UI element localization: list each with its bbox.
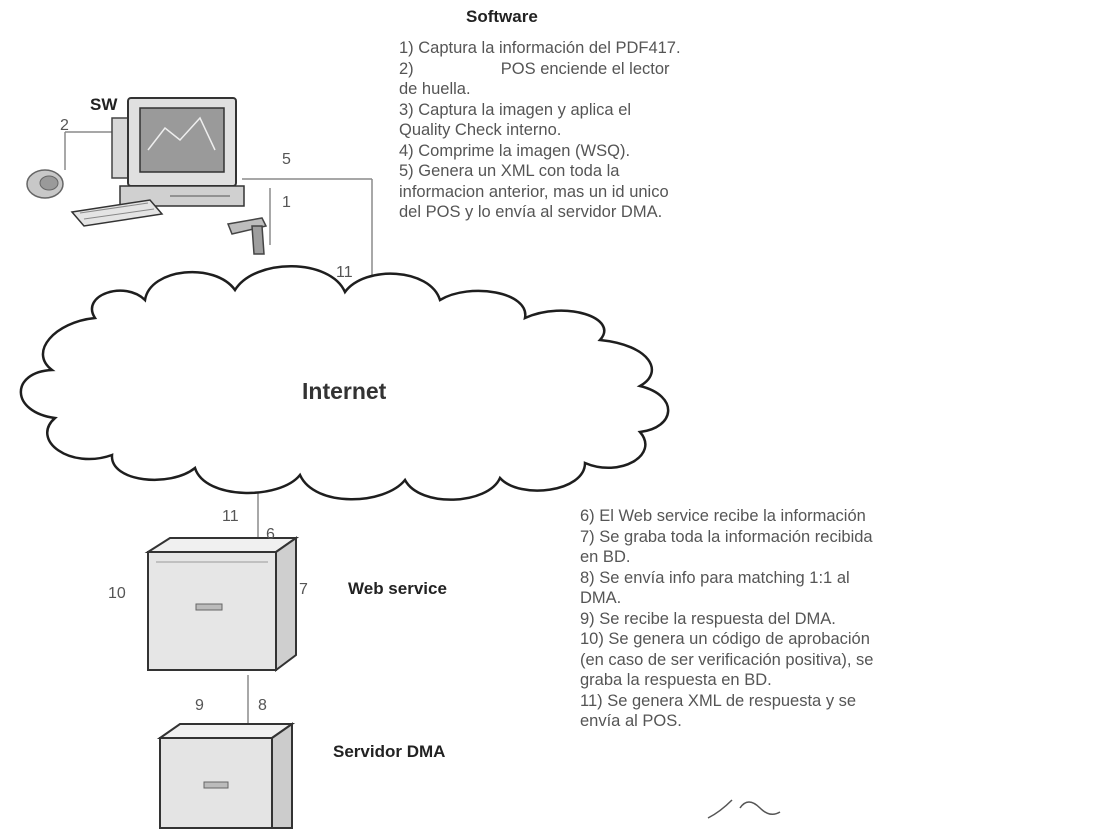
software-step-line: del POS y lo envía al servidor DMA. [399, 203, 663, 221]
software-step-line: Quality Check interno. [399, 121, 562, 139]
link-number-1: 1 [282, 194, 291, 211]
server-step-line: 10) Se genera un código de aprobación [580, 630, 870, 648]
signature-scribble [707, 799, 781, 819]
fingerprint-reader-icon [26, 169, 64, 199]
software-step-line: informacion anterior, mas un id unico [399, 182, 669, 201]
link-number-6: 6 [266, 526, 275, 543]
server-step-line: 7) Se graba toda la información recibida [580, 527, 873, 546]
server-step-line: envía al POS. [580, 712, 682, 730]
link-number-11-bottom: 11 [222, 508, 239, 525]
link-number-9: 9 [195, 697, 204, 714]
sw-label: SW [90, 95, 118, 114]
link-number-5: 5 [282, 151, 291, 168]
link-number-2: 2 [60, 117, 69, 134]
software-step-line: 2) POS enciende el lector [399, 59, 670, 78]
internet-cloud-icon [19, 265, 670, 501]
link-number-10: 10 [108, 585, 126, 602]
server-step-line: DMA. [580, 589, 622, 607]
server-step-line: 8) Se envía info para matching 1:1 al [580, 568, 850, 587]
server-step-line: 6) El Web service recibe la información [580, 507, 866, 525]
server-step-line: 11) Se genera XML de respuesta y se [580, 691, 857, 710]
server-step-line: 9) Se recibe la respuesta del DMA. [580, 609, 836, 628]
software-step-line: 4) Comprime la imagen (WSQ). [399, 141, 631, 160]
server-step-line: graba la respuesta en BD. [580, 671, 772, 689]
software-step-line: 3) Captura la imagen y aplica el [399, 100, 632, 119]
software-step-line: 1) Captura la información del PDF417. [399, 39, 681, 57]
web-service-server-icon [144, 536, 300, 672]
web-service-label: Web service [348, 579, 447, 598]
servidor-dma-label: Servidor DMA [333, 742, 446, 761]
link-number-7: 7 [299, 581, 308, 598]
link-number-11-top: 11 [336, 264, 353, 281]
server-step-line: en BD. [580, 548, 631, 566]
software-step-line: de huella. [399, 80, 471, 98]
server-step-line: (en caso de ser verificación positiva), … [580, 650, 874, 669]
dma-server-icon [156, 722, 296, 829]
barcode-scanner-icon [226, 217, 268, 255]
link-number-8: 8 [258, 697, 267, 714]
computer-icon [70, 97, 245, 227]
software-title: Software [466, 7, 538, 26]
internet-label: Internet [302, 378, 387, 404]
software-step-line: 5) Genera un XML con toda la [399, 162, 620, 180]
